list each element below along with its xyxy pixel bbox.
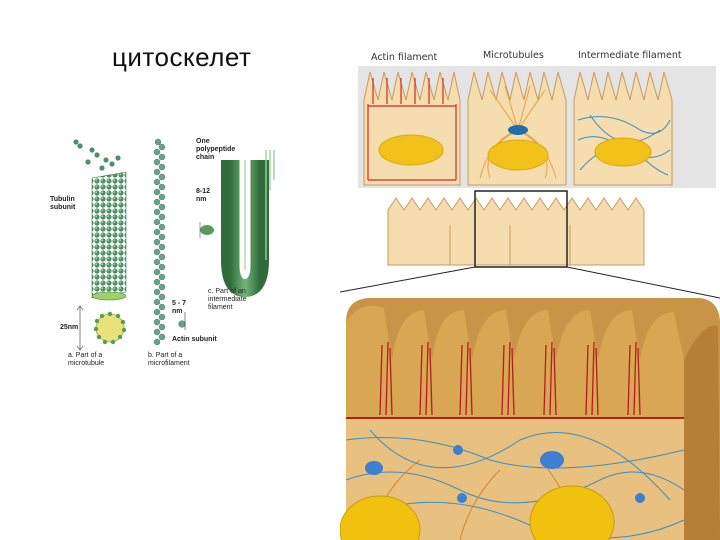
slide-title: цитоскелет (112, 42, 251, 73)
caption-microfilament: b. Part of a microfilament (148, 352, 190, 368)
size-25nm-label: 25nm (60, 324, 78, 332)
epithelial-cell-figure (340, 60, 720, 540)
cytoskeleton-fibers-figure (40, 130, 280, 380)
caption-microtubule: a. Part of a microtubule (68, 352, 104, 368)
cell-strip (388, 191, 644, 267)
one-polypeptide-chain-label: One polypeptide chain (196, 138, 235, 162)
actin-subunit-label: Actin subunit (172, 336, 217, 344)
microtubule-drawing (73, 139, 126, 350)
tubulin-subunit-label: Tubulin subunit (50, 196, 75, 212)
intermediate-filament-drawing (200, 150, 274, 288)
size-8-12nm-label: 8-12 nm (196, 188, 210, 204)
caption-intermediate-filament: c. Part of an intermediate filament (208, 288, 247, 312)
enlarged-cell-section (340, 298, 720, 540)
size-5-7nm-label: 5 - 7 nm (172, 300, 186, 316)
